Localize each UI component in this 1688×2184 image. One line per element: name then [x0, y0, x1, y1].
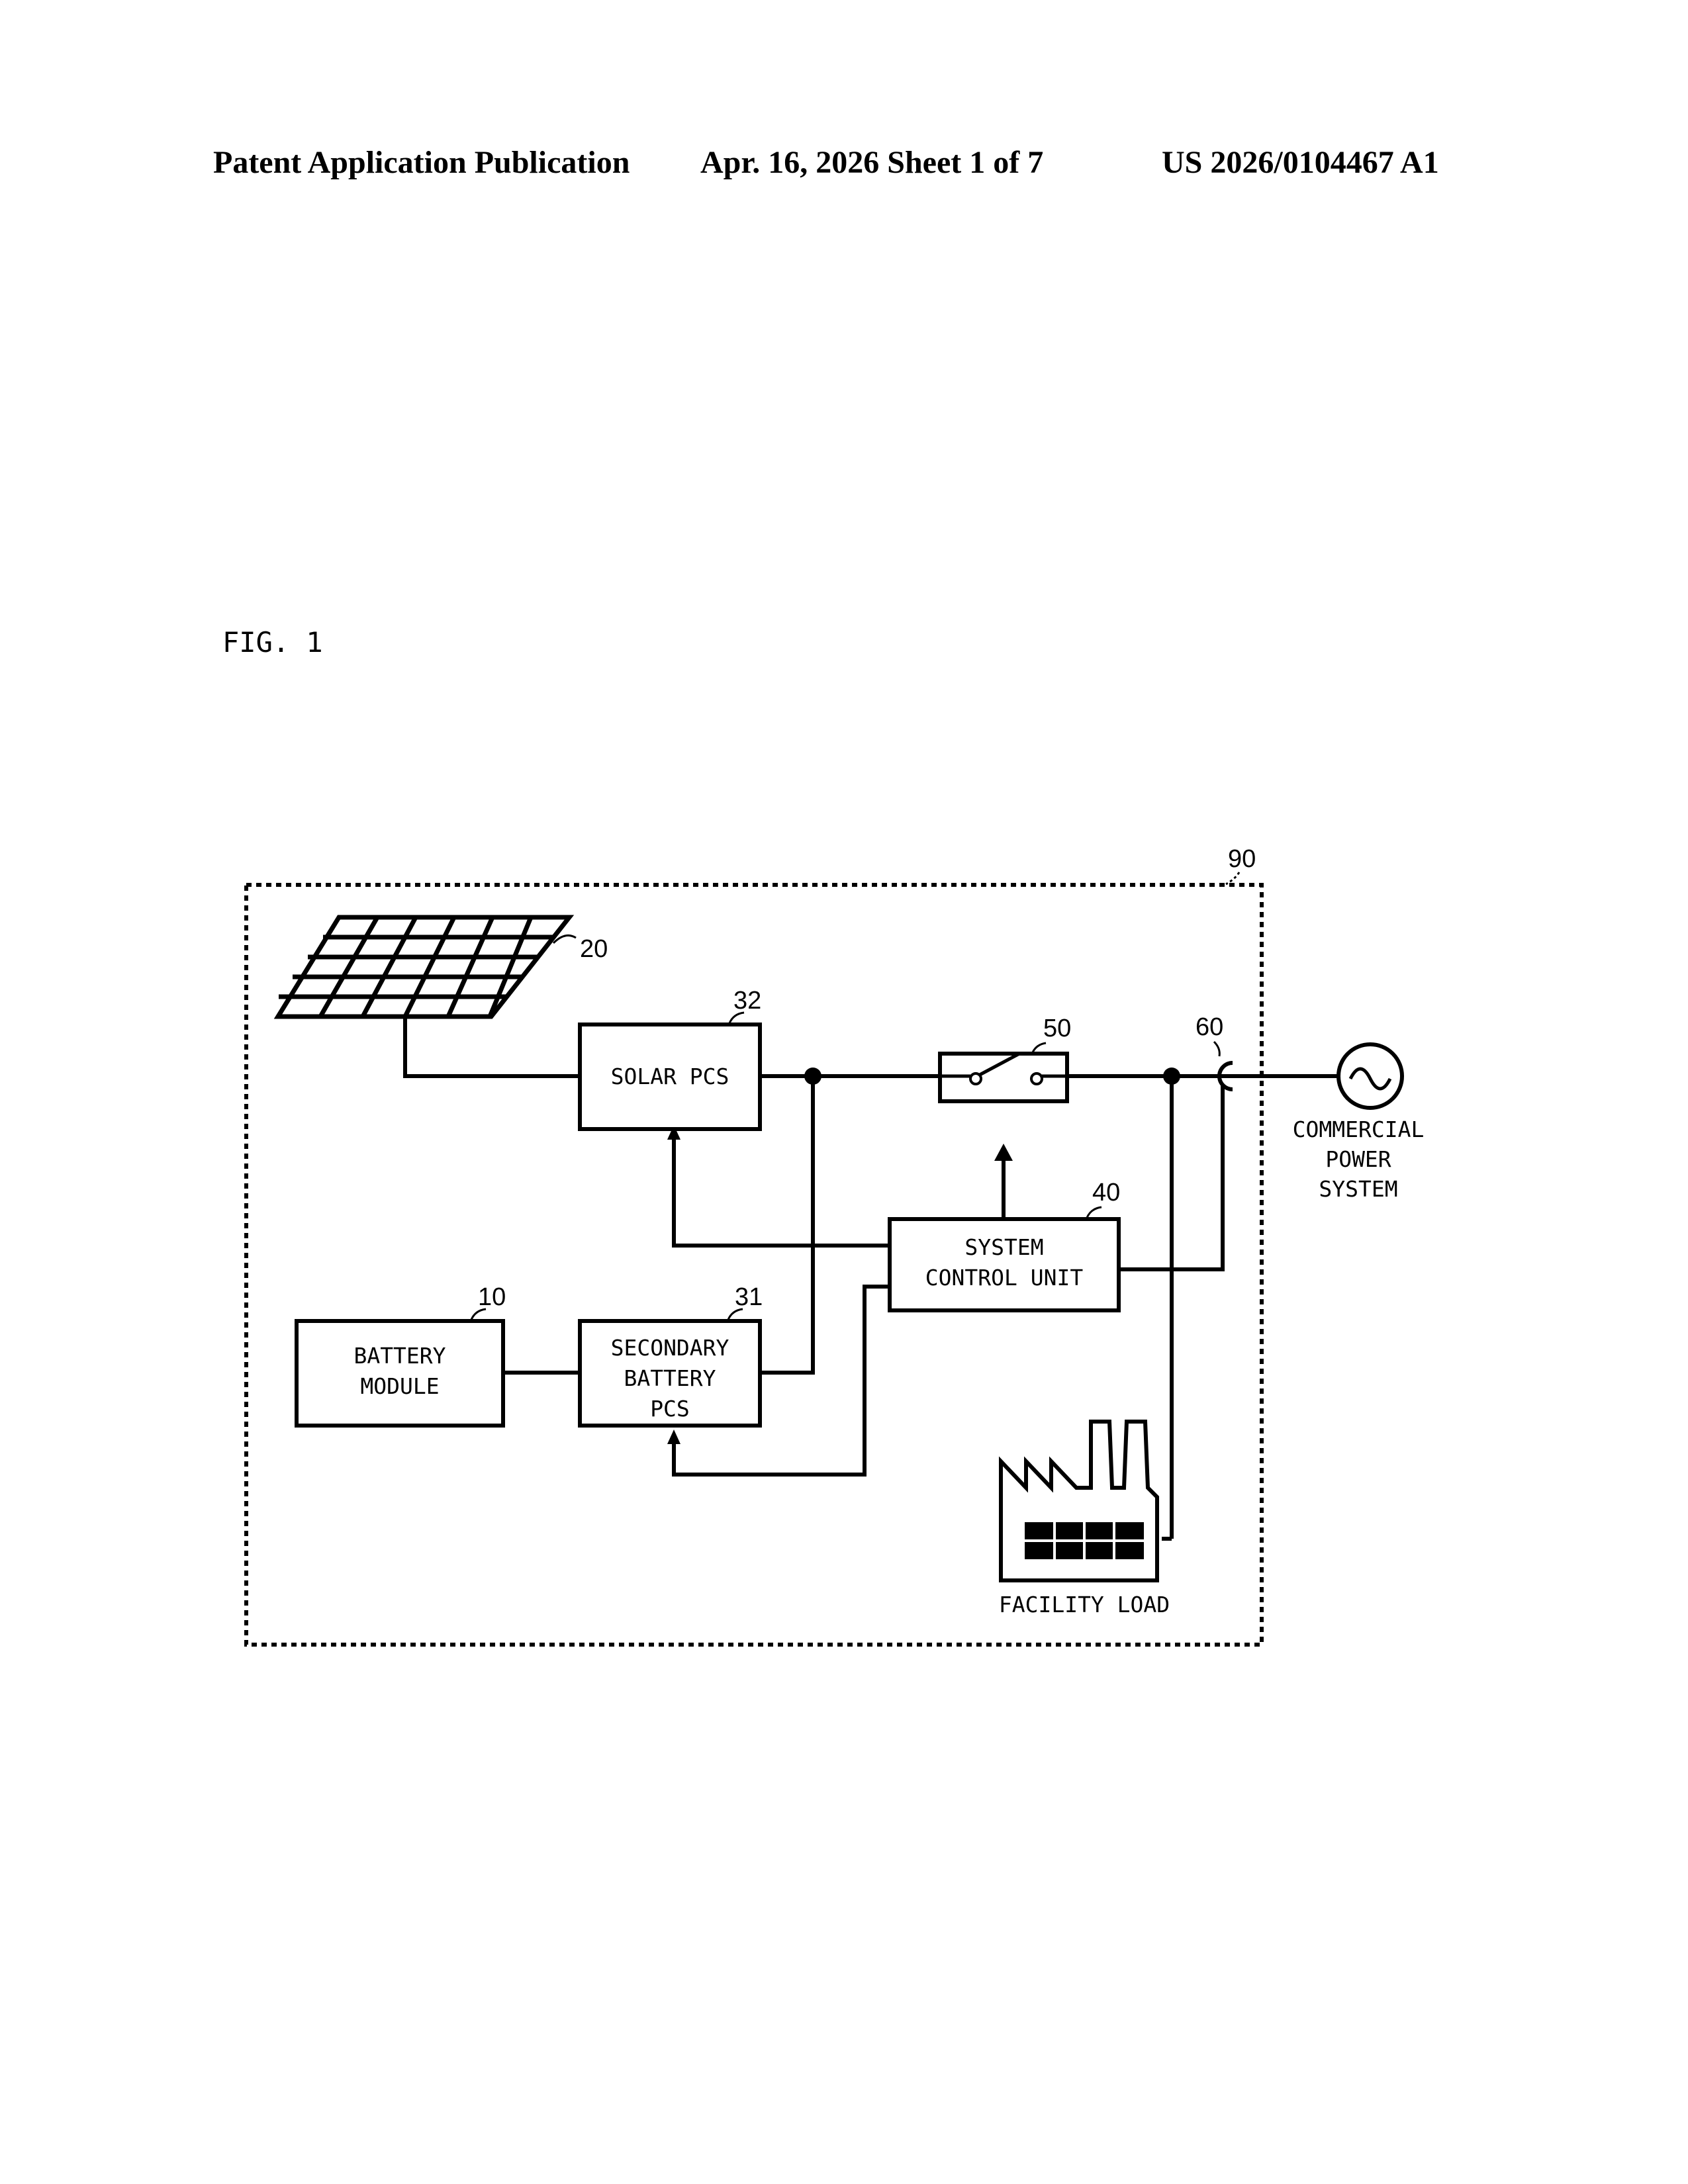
leader-switch	[1033, 1043, 1046, 1052]
arrowhead-battery-pcs	[667, 1430, 680, 1444]
battery-pcs-line2: BATTERY	[624, 1365, 716, 1391]
battery-module-line2: MODULE	[360, 1373, 439, 1399]
battery-pcs-line3: PCS	[650, 1396, 690, 1422]
commercial-label-line3: SYSTEM	[1319, 1176, 1397, 1202]
ref-solar-pcs: 32	[733, 987, 761, 1015]
system-control-line2: CONTROL UNIT	[925, 1265, 1084, 1291]
commercial-label-line2: POWER	[1325, 1146, 1391, 1172]
system-control-line1: SYSTEM	[964, 1234, 1043, 1260]
battery-pcs-line1: SECONDARY	[611, 1335, 729, 1361]
facility-load-label: FACILITY LOAD	[999, 1592, 1170, 1617]
leader-control	[1087, 1207, 1102, 1218]
ref-solar-panel: 20	[580, 935, 608, 963]
ref-system: 90	[1228, 845, 1256, 873]
commercial-label-line1: COMMERCIAL	[1293, 1116, 1425, 1142]
battery-module-line1: BATTERY	[353, 1343, 445, 1369]
solar-panel-icon	[278, 917, 569, 1017]
factory-icon	[1001, 1422, 1157, 1580]
ref-battery: 10	[478, 1283, 506, 1311]
arrowhead-switch	[994, 1144, 1013, 1161]
leader-system	[1226, 872, 1239, 884]
junction-dot	[804, 1068, 821, 1085]
ref-control: 40	[1092, 1179, 1120, 1206]
solar-pcs-label: SOLAR PCS	[611, 1064, 729, 1089]
switch-contact	[970, 1073, 981, 1084]
wiring	[405, 1017, 1344, 1539]
switch-contact	[1031, 1073, 1042, 1084]
ref-switch: 50	[1043, 1015, 1071, 1042]
junction-dot	[1163, 1068, 1180, 1085]
ref-battery-pcs: 31	[735, 1283, 763, 1311]
leader-sensor	[1214, 1042, 1219, 1056]
ref-sensor: 60	[1196, 1013, 1223, 1041]
